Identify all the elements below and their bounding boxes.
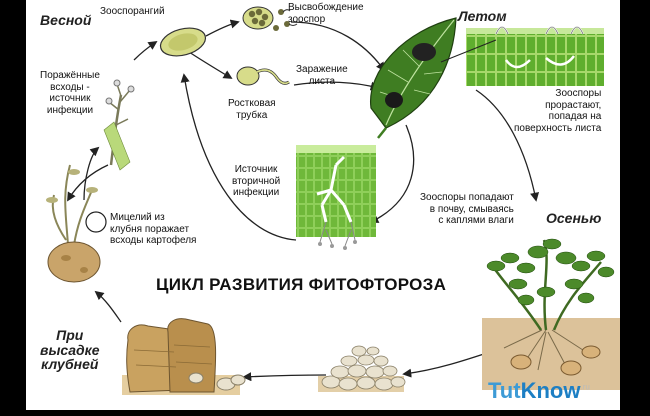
label-germ-tube: Ростковая трубка	[228, 98, 276, 121]
site-watermark: TutKnow.ru	[488, 378, 590, 403]
potato-plant-drawing	[482, 238, 620, 390]
life-cycle-illustration	[46, 6, 620, 395]
infected-shoots-drawing	[103, 79, 135, 171]
potato-sacks-drawing	[122, 318, 246, 395]
zoosporangium-drawing	[159, 27, 207, 57]
germ-tube-drawing	[236, 66, 290, 86]
label-mycelium: Мицелий из клубня поражает всходы картоф…	[110, 212, 197, 246]
season-autumn: Осенью	[546, 210, 602, 226]
label-infected-shoots: Поражённые всходы - источник инфекции	[40, 70, 100, 116]
season-summer: Летом	[458, 8, 507, 24]
label-zoospores-germinate: Зооспоры прорастают, попадая на поверхно…	[514, 88, 602, 134]
label-zoosporangium: Зооспорангий	[100, 6, 165, 17]
tuber-pile-drawing	[318, 345, 406, 392]
tuber-with-shoots-drawing	[46, 164, 107, 283]
season-spring: Весной	[40, 12, 92, 28]
secondary-infection-tissue	[296, 145, 376, 250]
infected-leaf-drawing	[370, 17, 457, 139]
season-planting: При высадке клубней	[40, 327, 100, 373]
diagram-title: ЦИКЛ РАЗВИТИЯ ФИТОФТОРОЗА	[156, 275, 447, 294]
label-secondary-source: Источник вторичной инфекции	[232, 164, 281, 198]
label-zoospores-soil: Зооспоры попадают в почву, смываясь с ка…	[420, 192, 514, 226]
diagram-panel: Весной Летом Осенью При высадке клубней …	[26, 0, 620, 410]
leaf-cross-section	[440, 26, 604, 86]
label-zoospore-release: Высвобождение зооспор	[288, 2, 364, 25]
label-leaf-infection: Заражение листа	[296, 64, 348, 87]
released-zoospores-drawing	[242, 6, 298, 31]
